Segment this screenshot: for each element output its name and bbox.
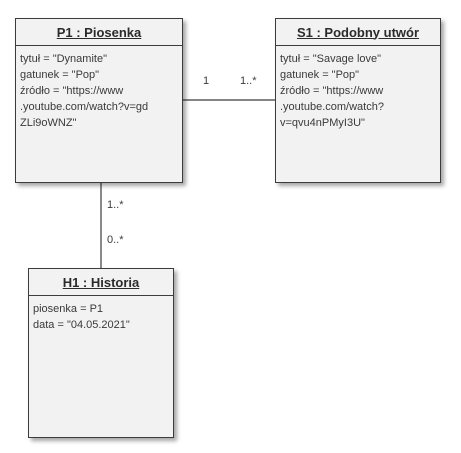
multiplicity-song-to-similar-source: 1: [203, 75, 210, 87]
object-similar-song-title: S1 : Podobny utwór: [276, 19, 440, 46]
attr-date: data = "04.05.2021": [33, 319, 130, 331]
attr-source-end: ZLi9oWNZ": [20, 117, 77, 129]
object-history-attributes: piosenka = P1 data = "04.05.2021": [29, 296, 173, 333]
attr-title: tytuł = "Dynamite": [20, 53, 107, 65]
object-history-title: H1 : Historia: [29, 269, 173, 296]
object-song-title: P1 : Piosenka: [16, 19, 182, 46]
attr-genre: gatunek = "Pop": [280, 69, 360, 81]
multiplicity-song-to-similar-target: 1..*: [240, 75, 257, 87]
attr-source: źródło = "https://www: [20, 85, 124, 97]
object-song[interactable]: P1 : Piosenka tytuł = "Dynamite" gatunek…: [15, 18, 183, 183]
attr-source-cont: .youtube.com/watch?: [280, 101, 384, 113]
multiplicity-song-to-history-source: 1..*: [107, 199, 124, 211]
attr-song: piosenka = P1: [33, 303, 104, 315]
attr-title: tytuł = "Savage love": [280, 53, 382, 65]
object-song-attributes: tytuł = "Dynamite" gatunek = "Pop" źródł…: [16, 46, 182, 131]
object-similar-song-attributes: tytuł = "Savage love" gatunek = "Pop" źr…: [276, 46, 440, 131]
object-history[interactable]: H1 : Historia piosenka = P1 data = "04.0…: [28, 268, 174, 438]
attr-source-end: v=qvu4nPMyI3U": [280, 117, 365, 129]
attr-genre: gatunek = "Pop": [20, 69, 100, 81]
multiplicity-song-to-history-target: 0..*: [107, 234, 124, 246]
attr-source-cont: .youtube.com/watch?v=gd: [20, 101, 149, 113]
attr-source: źródło = "https://www: [280, 85, 384, 97]
object-similar-song[interactable]: S1 : Podobny utwór tytuł = "Savage love"…: [275, 18, 441, 183]
